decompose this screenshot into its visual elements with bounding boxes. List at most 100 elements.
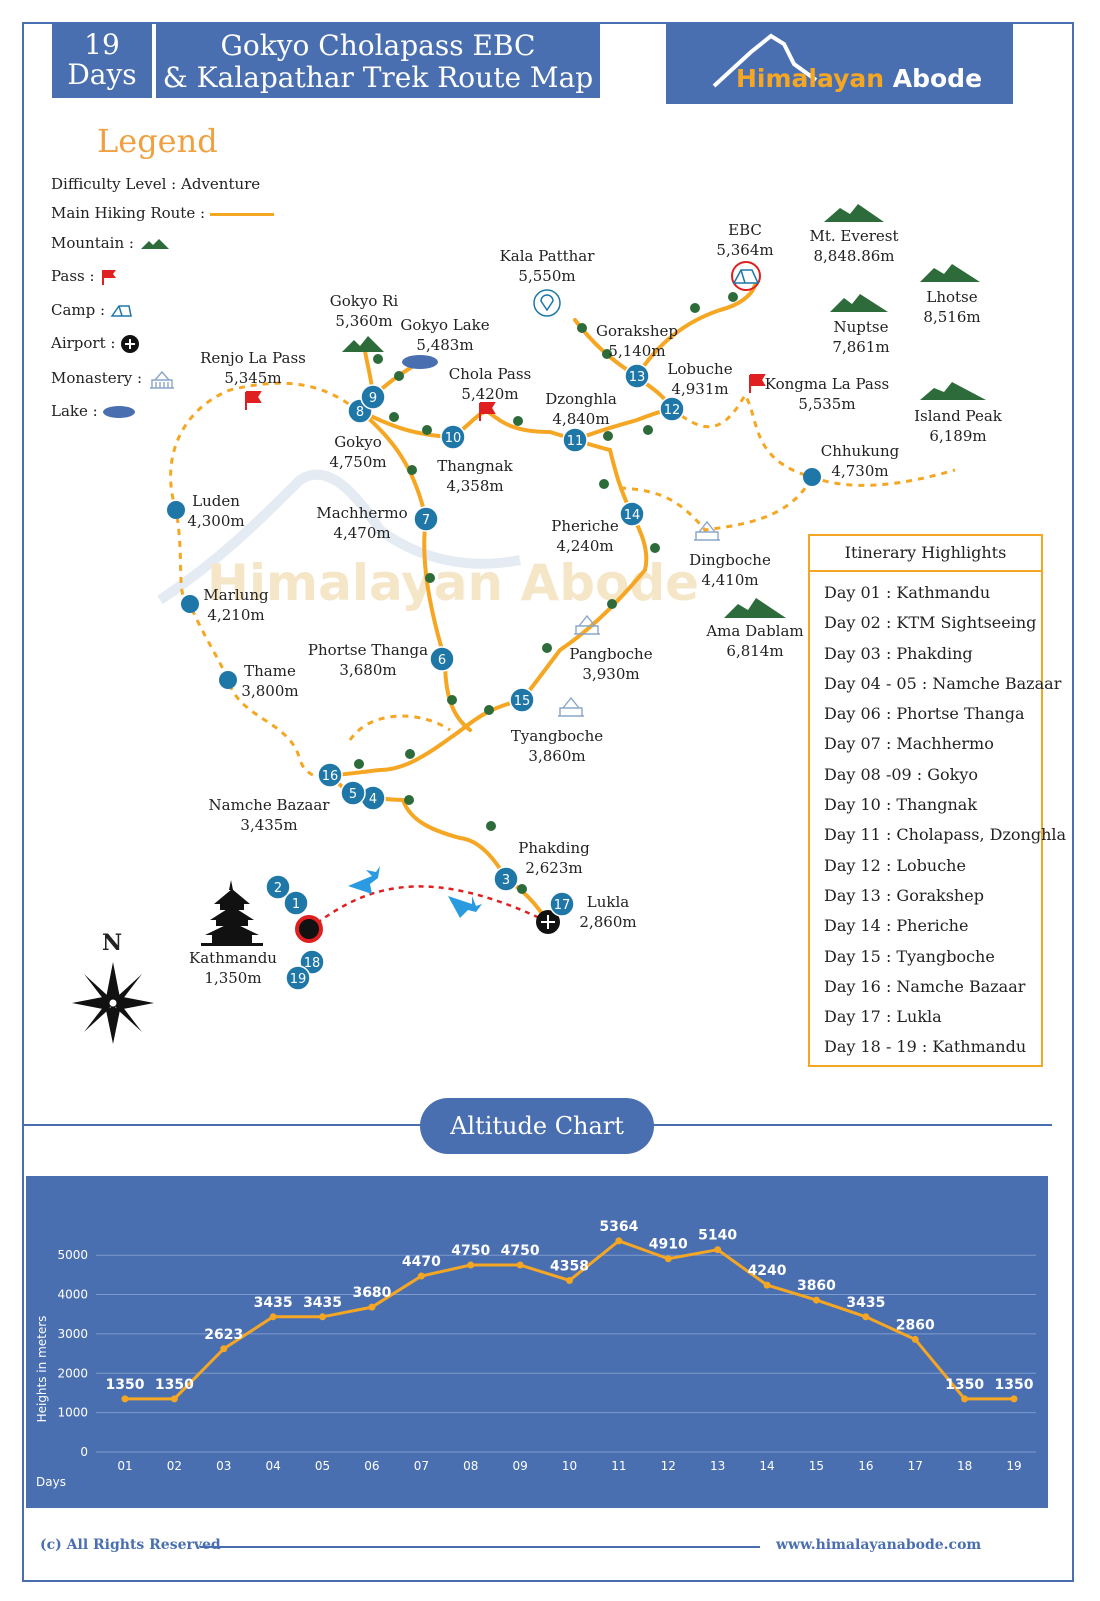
altitude-chart-title: Altitude Chart	[420, 1098, 654, 1154]
x-tick-label: 08	[463, 1459, 478, 1473]
mountain-icons	[342, 204, 986, 618]
days-word: Days	[67, 58, 137, 91]
airport-icon	[121, 335, 140, 353]
itinerary-item: Day 01 : Kathmandu	[824, 583, 991, 602]
x-tick-label: 15	[809, 1459, 824, 1473]
days-badge: 19 Days	[52, 24, 152, 98]
data-point	[1010, 1395, 1018, 1403]
day-marker-14: 14	[619, 501, 645, 527]
itinerary-item: Day 13 : Gorakshep	[824, 885, 984, 905]
brand-word-2: Abode	[892, 64, 983, 93]
x-tick-label: 17	[908, 1459, 923, 1473]
data-label: 5364	[599, 1219, 638, 1235]
data-label: 3680	[352, 1285, 391, 1301]
data-label: 3435	[254, 1295, 293, 1311]
y-tick-label: 2000	[57, 1366, 88, 1380]
data-label: 3435	[846, 1295, 885, 1311]
monastery-label: Monastery :	[51, 369, 143, 387]
camp-label: Camp :	[51, 301, 106, 319]
footer-copyright: (c) All Rights Reserved	[40, 1537, 221, 1553]
footer-website[interactable]: www.himalayanabode.com	[776, 1537, 982, 1553]
x-axis-label: Days	[36, 1475, 66, 1489]
data-label: 4750	[451, 1243, 490, 1259]
data-label: 1350	[155, 1377, 194, 1393]
data-label: 4240	[748, 1263, 787, 1279]
legend-route: Main Hiking Route :	[51, 204, 274, 222]
day-marker-15: 15	[509, 687, 535, 713]
itinerary-item: Day 10 : Thangnak	[824, 795, 978, 815]
itinerary-item: Day 16 : Namche Bazaar	[824, 976, 1026, 996]
airport-label: Airport :	[51, 334, 116, 352]
day-marker-7: 7	[413, 506, 439, 532]
chart-background	[26, 1176, 1048, 1508]
day-marker-label: 17	[554, 898, 571, 913]
tent-icon	[110, 305, 132, 317]
brand-name: Himalayan Abode	[736, 64, 982, 93]
day-marker-label: 16	[322, 769, 339, 784]
itinerary-item: Day 03 : Phakding	[824, 643, 973, 663]
day-marker-label: 9	[369, 391, 377, 406]
day-marker-label: 5	[349, 787, 357, 802]
data-point	[220, 1345, 228, 1353]
brand-logo: Himalayan Abode	[666, 24, 1013, 104]
pass-label: Pass :	[51, 267, 95, 285]
x-tick-label: 03	[216, 1459, 231, 1473]
days-number: 19	[84, 28, 120, 61]
data-point	[961, 1395, 969, 1403]
x-tick-label: 09	[512, 1459, 527, 1473]
data-point	[121, 1395, 129, 1403]
legend-monastery: Monastery :	[51, 368, 177, 390]
day-marker-label: 15	[514, 694, 531, 709]
day-marker-16: 16	[317, 762, 343, 788]
compass-icon	[72, 962, 154, 1044]
legend-mountain: Mountain :	[51, 234, 171, 252]
x-tick-label: 14	[759, 1459, 774, 1473]
day-marker-label: 2	[274, 881, 282, 896]
mountain-label: Mountain :	[51, 234, 134, 252]
gokyo-lake-icon	[402, 355, 438, 369]
location-pin-icon	[533, 289, 561, 317]
brand-word-1: Himalayan	[736, 64, 885, 93]
day-marker-label: 14	[624, 508, 641, 523]
x-tick-label: 04	[266, 1459, 281, 1473]
x-tick-label: 10	[562, 1459, 577, 1473]
monastery-icon	[149, 370, 174, 389]
data-point	[566, 1276, 573, 1284]
day-marker-label: 10	[445, 431, 462, 446]
data-point	[615, 1237, 623, 1245]
day-marker-label: 3	[502, 873, 510, 888]
title-line-2: & Kalapathar Trek Route Map	[162, 61, 594, 94]
day-marker-2: 2	[265, 874, 291, 900]
data-point	[714, 1246, 722, 1254]
flag-icon	[102, 270, 117, 285]
flight-route	[308, 885, 549, 930]
x-tick-label: 12	[661, 1459, 676, 1473]
data-point	[417, 1272, 425, 1280]
watermark-mountain-icon	[157, 469, 521, 605]
data-label: 1350	[945, 1377, 984, 1393]
data-label: 1350	[995, 1377, 1034, 1393]
route-label: Main Hiking Route :	[51, 204, 206, 222]
route-map: Himalayan Abode	[72, 204, 986, 1044]
data-label: 4910	[649, 1237, 688, 1253]
itinerary-item: Day 02 : KTM Sightseeing	[824, 613, 1037, 633]
day-marker-label: 6	[438, 653, 446, 668]
page-frame	[22, 22, 1074, 1582]
compass-north-label: N	[102, 930, 123, 956]
y-tick-label: 1000	[57, 1406, 88, 1420]
mountain-icon	[140, 239, 169, 249]
x-tick-label: 01	[117, 1459, 132, 1473]
